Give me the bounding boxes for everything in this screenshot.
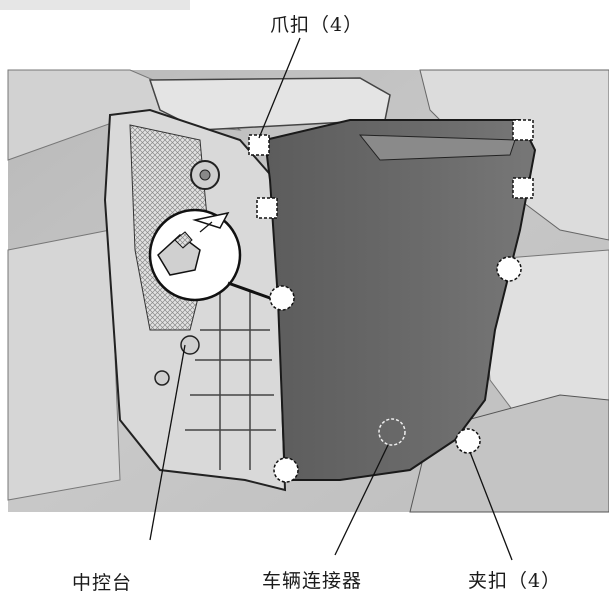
tool-detail-callout (148, 208, 271, 302)
claw-clip-marker (248, 134, 270, 156)
clip-markers (269, 256, 522, 483)
vehicle-connector-label: 车辆连接器 (262, 570, 363, 592)
claw-clip-marker (512, 119, 534, 141)
claw-clip-label: 爪扣（4） (270, 14, 364, 36)
claw-clip-marker (256, 197, 278, 219)
leader-clip (469, 451, 513, 561)
clip-marker (455, 428, 481, 454)
clip-marker (496, 256, 522, 282)
leader-lines (149, 37, 513, 561)
leader-claw (258, 37, 301, 139)
claw-clip-marker (512, 177, 534, 199)
leader-console (149, 344, 186, 541)
center-console-label: 中控台 (72, 572, 133, 594)
top-strip (0, 0, 190, 10)
trim-panel (263, 119, 537, 481)
leader-connector (334, 444, 389, 556)
clip-marker (273, 457, 299, 483)
claw-clip-markers (248, 119, 534, 219)
clip-label: 夹扣（4） (468, 570, 562, 592)
clip-marker (269, 285, 295, 311)
connector-marker (378, 418, 406, 446)
